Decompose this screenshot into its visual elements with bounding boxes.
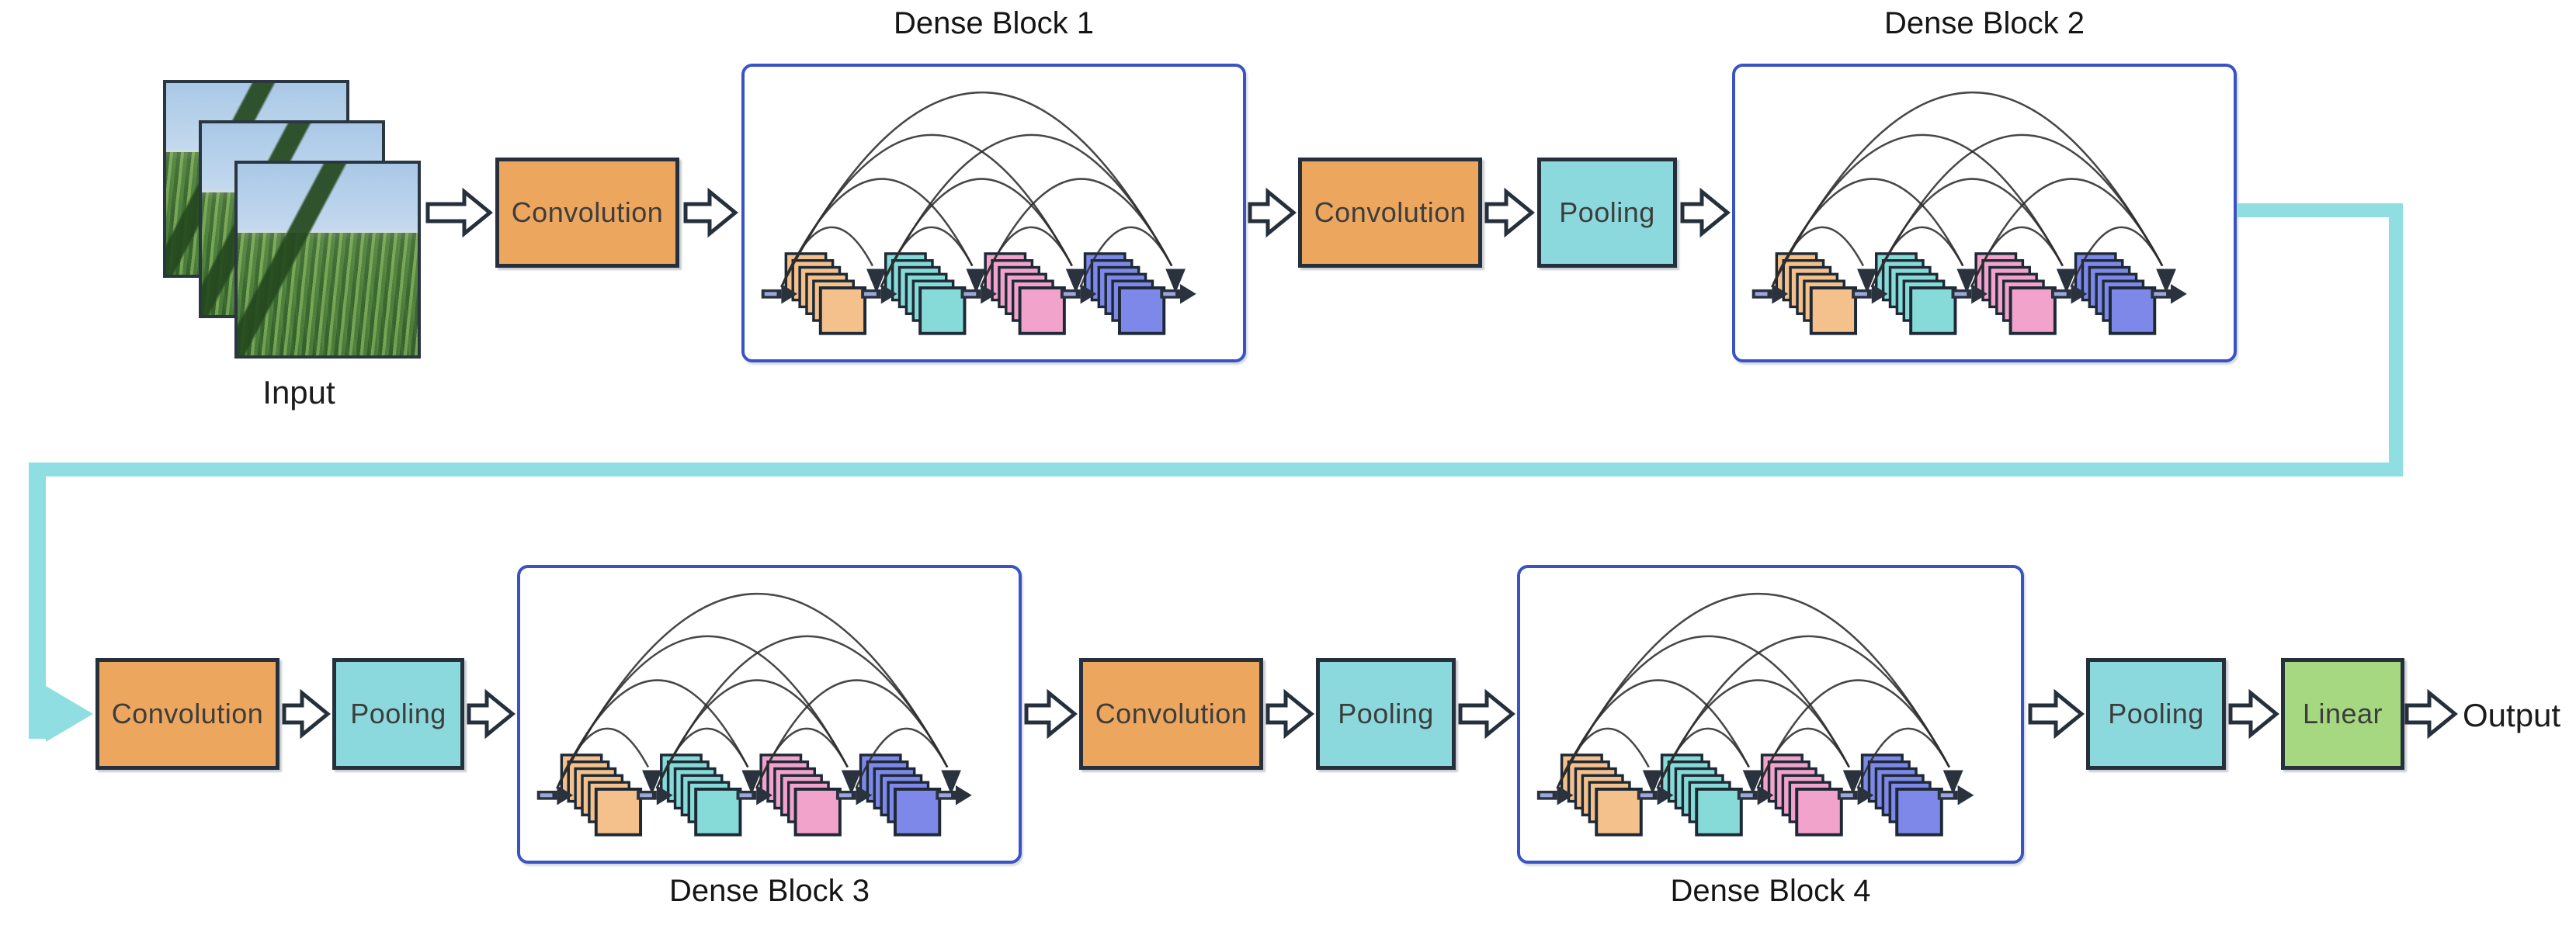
pooling-box-4: Pooling	[2086, 658, 2226, 770]
pooling-box-1: Pooling	[1537, 158, 1677, 268]
connector-segment-right	[2389, 203, 2403, 476]
flow-arrow	[1680, 187, 1731, 238]
connector-segment-top	[2237, 203, 2403, 217]
dense-block-4	[1517, 565, 2024, 864]
linear-label: Linear	[2302, 698, 2383, 729]
pooling-label: Pooling	[1338, 698, 1434, 729]
pooling-label: Pooling	[2108, 698, 2204, 729]
dense-block-2-title: Dense Block 2	[1884, 6, 2085, 40]
flow-arrow	[2028, 688, 2085, 740]
flow-arrow	[1265, 688, 1314, 740]
input-photo-front	[234, 161, 421, 359]
pooling-box-3: Pooling	[1316, 658, 1456, 770]
dense-block-1-graphic	[761, 92, 1196, 335]
convolution-box-4: Convolution	[1079, 658, 1263, 770]
connector-arrowhead-icon	[46, 686, 93, 742]
flow-arrow	[282, 688, 331, 740]
flow-arrow	[1484, 187, 1535, 238]
flow-arrow	[425, 187, 493, 238]
flow-arrow	[683, 187, 738, 238]
flow-arrow	[1458, 688, 1515, 740]
dense-block-1	[741, 64, 1246, 362]
connector-segment-middle	[29, 463, 2403, 476]
connector-segment-left	[29, 463, 46, 739]
dense-block-3-title: Dense Block 3	[669, 874, 870, 908]
pooling-box-2: Pooling	[332, 658, 464, 770]
dense-block-1-title: Dense Block 1	[894, 6, 1094, 40]
output-label: Output	[2463, 697, 2561, 733]
flow-arrow	[467, 688, 516, 740]
pooling-label: Pooling	[350, 698, 446, 729]
convolution-box-3: Convolution	[95, 658, 279, 770]
dense-block-2	[1732, 64, 2237, 362]
dense-block-2-graphic	[1751, 92, 2187, 335]
linear-box: Linear	[2281, 658, 2404, 770]
convolution-label: Convolution	[1314, 196, 1467, 228]
dense-block-3-graphic	[536, 593, 972, 837]
convolution-box-2: Convolution	[1298, 158, 1482, 268]
convolution-label: Convolution	[1095, 698, 1248, 729]
dense-block-4-graphic	[1536, 593, 1974, 837]
flow-arrow	[1248, 187, 1297, 238]
flow-arrow	[1024, 688, 1078, 740]
pooling-label: Pooling	[1559, 196, 1655, 228]
flow-arrow	[2404, 688, 2458, 740]
convolution-label: Convolution	[111, 698, 264, 729]
flow-arrow	[2228, 688, 2279, 740]
input-label: Input	[262, 374, 335, 411]
dense-block-4-title: Dense Block 4	[1670, 874, 1871, 908]
convolution-box-1: Convolution	[495, 158, 679, 268]
dense-block-3	[517, 565, 1022, 864]
convolution-label: Convolution	[511, 196, 664, 228]
